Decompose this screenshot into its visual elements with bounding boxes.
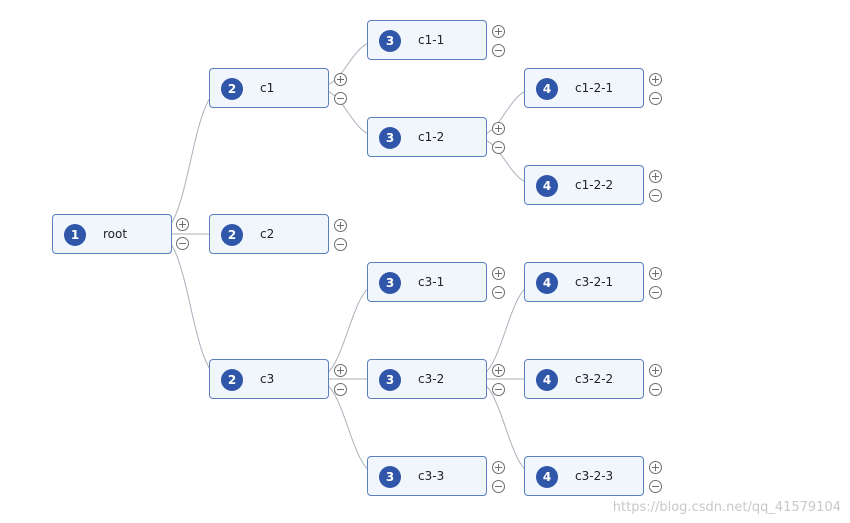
edge-root-c3	[157, 233, 224, 380]
minus-circle-icon[interactable]	[492, 480, 505, 493]
tree-node-c3-2-2[interactable]: 4 c3-2-2	[524, 359, 644, 399]
plus-circle-icon[interactable]	[649, 364, 662, 377]
node-label: c3-2-2	[575, 372, 614, 386]
level-badge: 3	[379, 30, 401, 52]
minus-circle-icon[interactable]	[649, 480, 662, 493]
plus-circle-icon[interactable]	[334, 364, 347, 377]
level-badge: 3	[379, 272, 401, 294]
plus-circle-icon[interactable]	[649, 73, 662, 86]
minus-circle-icon[interactable]	[492, 286, 505, 299]
node-label: c1-2-2	[575, 178, 614, 192]
level-badge: 3	[379, 127, 401, 149]
plus-circle-icon[interactable]	[492, 461, 505, 474]
node-label: c3-2-3	[575, 469, 614, 483]
level-badge: 2	[221, 224, 243, 246]
node-label: c2	[260, 227, 275, 241]
node-label: c3-3	[418, 469, 445, 483]
minus-circle-icon[interactable]	[334, 383, 347, 396]
plus-circle-icon[interactable]	[334, 73, 347, 86]
tree-node-c2[interactable]: 2 c2	[209, 214, 329, 254]
minus-circle-icon[interactable]	[649, 286, 662, 299]
plus-circle-icon[interactable]	[492, 122, 505, 135]
tree-node-c3-2-3[interactable]: 4 c3-2-3	[524, 456, 644, 496]
minus-circle-icon[interactable]	[649, 92, 662, 105]
level-badge: 3	[379, 369, 401, 391]
tree-node-c3-1[interactable]: 3 c3-1	[367, 262, 487, 302]
node-label: c3-1	[418, 275, 445, 289]
minus-circle-icon[interactable]	[649, 189, 662, 202]
minus-circle-icon[interactable]	[492, 141, 505, 154]
minus-circle-icon[interactable]	[649, 383, 662, 396]
plus-circle-icon[interactable]	[176, 218, 189, 231]
node-label: c3	[260, 372, 275, 386]
tree-node-c3-2-1[interactable]: 4 c3-2-1	[524, 262, 644, 302]
node-label: c3-2-1	[575, 275, 614, 289]
plus-circle-icon[interactable]	[492, 267, 505, 280]
tree-node-c1[interactable]: 2 c1	[209, 68, 329, 108]
plus-circle-icon[interactable]	[492, 364, 505, 377]
tree-node-c3-2[interactable]: 3 c3-2	[367, 359, 487, 399]
node-label: c3-2	[418, 372, 445, 386]
level-badge: 2	[221, 78, 243, 100]
level-badge: 4	[536, 466, 558, 488]
level-badge: 4	[536, 272, 558, 294]
node-label: root	[103, 227, 128, 241]
node-label: c1-2-1	[575, 81, 614, 95]
tree-node-c1-2-1[interactable]: 4 c1-2-1	[524, 68, 644, 108]
level-badge: 4	[536, 78, 558, 100]
minus-circle-icon[interactable]	[334, 238, 347, 251]
tree-node-c1-2[interactable]: 3 c1-2	[367, 117, 487, 157]
level-badge: 1	[64, 224, 86, 246]
tree-node-c1-2-2[interactable]: 4 c1-2-2	[524, 165, 644, 205]
tree-node-c3-3[interactable]: 3 c3-3	[367, 456, 487, 496]
minus-circle-icon[interactable]	[492, 44, 505, 57]
plus-circle-icon[interactable]	[334, 219, 347, 232]
minus-circle-icon[interactable]	[334, 92, 347, 105]
plus-circle-icon[interactable]	[649, 461, 662, 474]
minus-circle-icon[interactable]	[176, 237, 189, 250]
node-label: c1-2	[418, 130, 445, 144]
tree-node-c3[interactable]: 2 c3	[209, 359, 329, 399]
tree-node-root[interactable]: 1 root	[52, 214, 172, 254]
edge-root-c1	[157, 87, 224, 235]
level-badge: 3	[379, 466, 401, 488]
watermark: https://blog.csdn.net/qq_41579104	[612, 500, 841, 515]
minus-circle-icon[interactable]	[492, 383, 505, 396]
plus-circle-icon[interactable]	[492, 25, 505, 38]
level-badge: 2	[221, 369, 243, 391]
node-label: c1	[260, 81, 275, 95]
level-badge: 4	[536, 175, 558, 197]
tree-node-c1-1[interactable]: 3 c1-1	[367, 20, 487, 60]
level-badge: 4	[536, 369, 558, 391]
plus-circle-icon[interactable]	[649, 170, 662, 183]
plus-circle-icon[interactable]	[649, 267, 662, 280]
node-label: c1-1	[418, 33, 445, 47]
